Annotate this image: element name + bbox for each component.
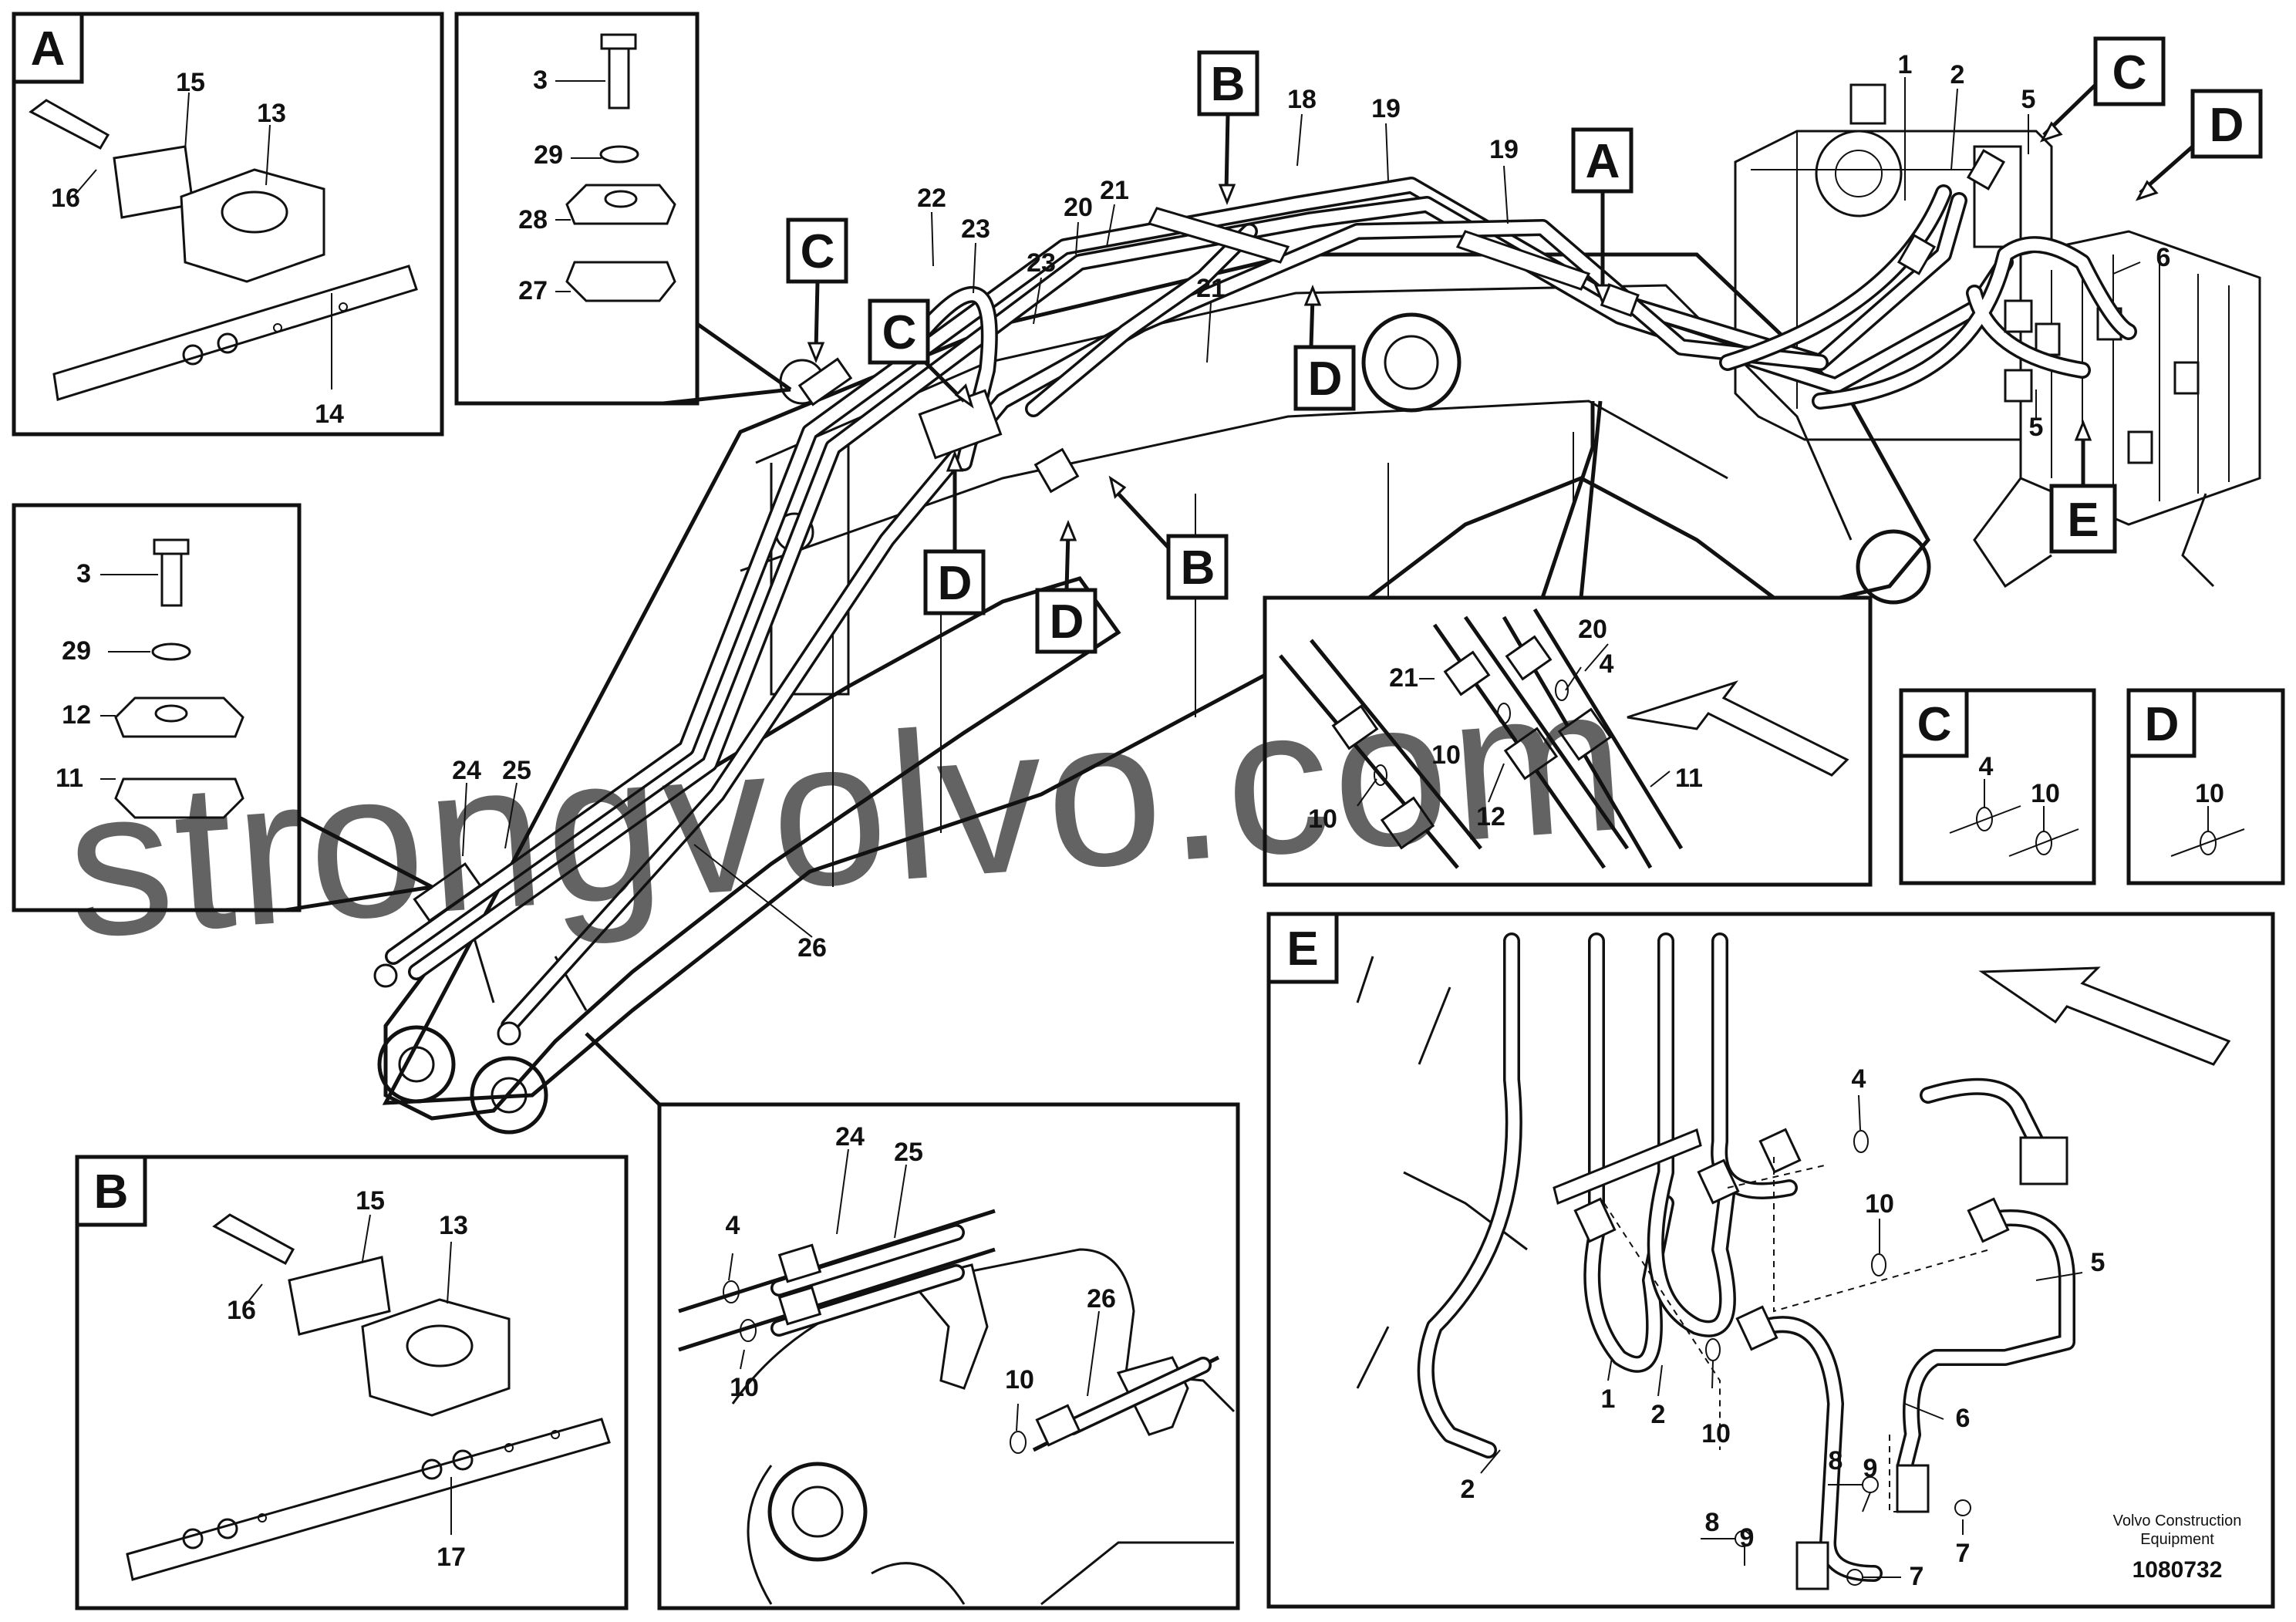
svg-text:23: 23 (961, 214, 990, 244)
svg-text:10: 10 (2195, 779, 2224, 808)
svg-text:11: 11 (56, 764, 83, 793)
detail-b-letter: B (94, 1165, 129, 1219)
svg-text:15: 15 (356, 1186, 385, 1216)
detail-box-b: B 15 13 16 17 (75, 1155, 629, 1610)
svg-text:8: 8 (1829, 1446, 1843, 1475)
detail-box-fittings: 21 20 4 10 12 10 11 (1263, 400, 1873, 887)
svg-text:19: 19 (1371, 94, 1401, 123)
svg-text:3: 3 (533, 66, 548, 95)
svg-text:24: 24 (835, 1122, 865, 1152)
svg-text:11: 11 (1675, 764, 1703, 793)
svg-text:21: 21 (1389, 663, 1418, 693)
svg-text:C: C (882, 306, 917, 359)
svg-text:10: 10 (2031, 779, 2060, 808)
svg-text:D: D (2210, 99, 2244, 152)
svg-text:10: 10 (1701, 1419, 1731, 1448)
svg-text:5: 5 (2029, 413, 2044, 442)
main-assembly (373, 83, 2261, 1135)
svg-text:29: 29 (62, 636, 91, 666)
svg-text:29: 29 (534, 140, 563, 170)
svg-text:2: 2 (1651, 1400, 1666, 1429)
svg-text:8: 8 (1705, 1508, 1720, 1537)
svg-text:17: 17 (437, 1543, 466, 1572)
svg-text:12: 12 (1476, 802, 1505, 831)
svg-text:20: 20 (1578, 615, 1607, 644)
svg-text:10: 10 (1308, 804, 1337, 834)
direction-arrow-e (1978, 966, 2231, 1066)
svg-text:E: E (2067, 494, 2099, 547)
detail-box-c: C 4 10 (1899, 688, 2096, 885)
svg-text:6: 6 (2156, 243, 2171, 272)
svg-text:D: D (1050, 595, 1084, 649)
main-part-numbers: 18 19 19 21 20 22 23 23 21 1 2 5 6 5 24 … (452, 50, 2170, 963)
detail-a-letter: A (31, 22, 66, 76)
svg-text:20: 20 (1064, 193, 1093, 222)
svg-text:1: 1 (1601, 1384, 1616, 1414)
svg-text:9: 9 (1863, 1454, 1878, 1483)
footer-brand-line1: Volvo Construction (2113, 1512, 2242, 1529)
detail-e-letter: E (1286, 922, 1318, 976)
svg-text:13: 13 (257, 99, 286, 128)
svg-text:10: 10 (1431, 740, 1461, 770)
detail-box-e: E 4 10 10 1 (1266, 912, 2275, 1609)
svg-text:C: C (2112, 46, 2147, 99)
svg-text:28: 28 (518, 205, 548, 234)
detail-box-clamp-top: 3 29 28 27 (454, 12, 792, 406)
svg-text:4: 4 (1979, 752, 1994, 781)
svg-text:16: 16 (51, 184, 80, 213)
svg-text:2: 2 (1461, 1475, 1475, 1504)
svg-text:4: 4 (726, 1211, 740, 1240)
svg-text:18: 18 (1287, 85, 1317, 114)
svg-text:27: 27 (518, 276, 548, 305)
svg-text:16: 16 (227, 1296, 256, 1325)
svg-text:26: 26 (1087, 1284, 1116, 1313)
svg-text:2: 2 (1950, 60, 1965, 89)
svg-text:25: 25 (502, 756, 531, 785)
svg-text:C: C (801, 225, 835, 278)
svg-text:23: 23 (1027, 248, 1056, 278)
svg-text:D: D (938, 557, 973, 610)
svg-text:19: 19 (1489, 135, 1519, 164)
svg-text:B: B (1181, 541, 1215, 595)
svg-text:B: B (1211, 58, 1246, 111)
detail-d-letter: D (2145, 698, 2180, 751)
direction-arrow (1627, 680, 1849, 777)
detail-box-d: D 10 (2126, 688, 2285, 885)
svg-text:10: 10 (730, 1373, 759, 1402)
callout-letters: B A C D C C D D D B (786, 36, 2263, 654)
svg-text:D: D (1308, 352, 1343, 406)
svg-text:7: 7 (1956, 1539, 1971, 1568)
detail-box-arm-hoses: 24 25 26 4 10 10 (585, 1032, 1240, 1610)
drawing-number: 1080732 (2132, 1557, 2223, 1583)
svg-text:13: 13 (439, 1211, 468, 1240)
svg-text:3: 3 (76, 559, 91, 588)
detail-box-clamp-left: 3 29 12 11 (12, 503, 433, 912)
svg-text:14: 14 (315, 400, 344, 429)
svg-text:7: 7 (1910, 1562, 1924, 1591)
detail-box-a: A 15 13 16 14 (12, 12, 444, 437)
svg-text:5: 5 (2091, 1248, 2106, 1277)
svg-text:1: 1 (1898, 50, 1913, 79)
svg-text:25: 25 (894, 1138, 923, 1167)
svg-text:24: 24 (452, 756, 481, 785)
svg-text:12: 12 (62, 700, 91, 730)
svg-text:4: 4 (1600, 649, 1614, 679)
svg-text:6: 6 (1956, 1404, 1971, 1433)
svg-text:5: 5 (2021, 85, 2036, 114)
svg-text:10: 10 (1005, 1365, 1034, 1394)
svg-text:10: 10 (1865, 1189, 1894, 1219)
svg-text:4: 4 (1852, 1064, 1866, 1094)
svg-text:26: 26 (797, 933, 827, 963)
svg-text:9: 9 (1740, 1523, 1755, 1553)
svg-text:A: A (1586, 135, 1620, 188)
svg-text:22: 22 (917, 184, 946, 213)
svg-text:15: 15 (176, 68, 205, 97)
svg-text:21: 21 (1196, 274, 1226, 303)
footer-brand-line2: Equipment (2140, 1531, 2214, 1548)
boom-hoses (385, 177, 2137, 1034)
detail-c-letter: C (1917, 698, 1952, 751)
svg-text:21: 21 (1100, 176, 1129, 205)
